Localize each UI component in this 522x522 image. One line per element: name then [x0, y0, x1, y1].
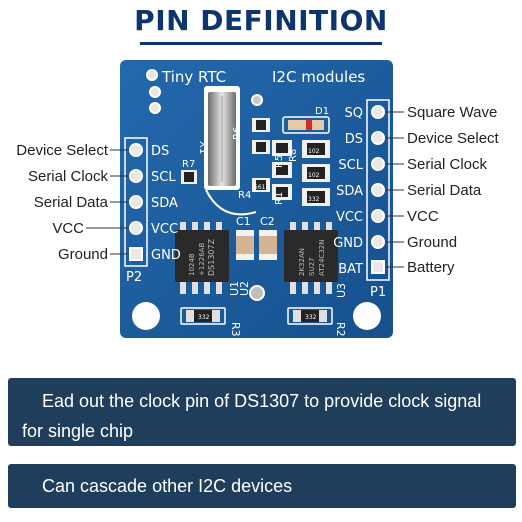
resistor-r2	[287, 307, 333, 325]
resistor-code: 102	[308, 148, 320, 155]
p1-pin-label: GND	[333, 236, 363, 251]
resistor-code: 332	[198, 314, 210, 321]
mounting-hole	[132, 302, 160, 330]
feature-text-line: Ead out the clock pin of DS1307 to provi…	[42, 391, 482, 411]
designator: D1	[315, 106, 329, 117]
p1-pin-label: SCL	[338, 158, 363, 173]
designator: U2	[238, 281, 251, 296]
title-underline	[140, 42, 382, 45]
left-label-ground: Ground	[58, 246, 108, 263]
board-subtitle: I2C modules	[272, 68, 365, 86]
left-callout-lines	[86, 149, 129, 255]
feature-text-line: Can cascade other I2C devices	[42, 476, 293, 496]
capacitor-c1	[236, 230, 254, 260]
right-label-serial-data: Serial Data	[407, 182, 482, 199]
ic1-marking: 1024B	[188, 253, 196, 276]
crystal-oscillator	[204, 86, 257, 216]
ic2-marking: SU27	[308, 258, 316, 276]
feature-banner-clock: Ead out the clock pin of DS1307 to provi…	[8, 378, 516, 446]
p1-header-name: P1	[370, 285, 386, 300]
ic2-marking: AT24C32N	[318, 240, 326, 276]
resistor-code: 332	[305, 314, 317, 321]
ic1-marking: +1226AB	[198, 243, 206, 276]
designator: X1	[197, 141, 208, 154]
via-pad	[249, 285, 265, 301]
designator: R8	[288, 149, 299, 162]
mounting-hole	[353, 302, 381, 330]
p1-pin-label: VCC	[336, 210, 363, 225]
left-label-device-select: Device Select	[16, 142, 109, 159]
right-label-serial-clock: Serial Clock	[407, 156, 488, 173]
designator: U1	[228, 281, 241, 296]
right-callout-lines	[385, 111, 404, 268]
diode-d1	[282, 116, 330, 134]
p2-header-pins	[129, 143, 143, 261]
p1-pin-label: SQ	[345, 106, 363, 121]
p1-header-pins	[371, 105, 385, 274]
left-label-serial-clock: Serial Clock	[28, 168, 109, 185]
p1-pin-label: SDA	[336, 184, 363, 199]
board-name: Tiny RTC	[161, 68, 226, 86]
ic-ds1307	[175, 222, 229, 294]
designator: R5	[274, 155, 285, 168]
designator: U3	[335, 283, 348, 298]
resistor-array	[181, 118, 330, 206]
ic2-marking: 2K32AN	[298, 248, 306, 276]
feature-banner-i2c: Can cascade other I2C devices	[8, 464, 516, 508]
left-label-vcc: VCC	[52, 220, 84, 237]
resistor-code: 561	[254, 184, 266, 191]
ic1-marking: DS1307Z	[207, 238, 216, 276]
p2-pin-label: GND	[151, 248, 181, 263]
ic-at24c32	[284, 222, 338, 294]
designator: C1	[236, 215, 251, 228]
page-title: PIN DEFINITION	[134, 4, 388, 37]
p1-pin-label: BAT	[338, 262, 363, 277]
designator: R7	[182, 159, 195, 170]
rtc-module-diagram: Tiny RTC I2C modules 102 102 561 332 D1 …	[16, 60, 500, 338]
top-left-pads	[146, 69, 161, 114]
right-label-battery: Battery	[407, 259, 455, 276]
p2-pin-label: SDA	[151, 196, 178, 211]
designator: R2	[334, 322, 347, 337]
designator: R1	[274, 192, 285, 205]
designator: C2	[260, 215, 275, 228]
resistor-code: 102	[308, 172, 320, 179]
test-pad	[251, 94, 263, 106]
designator: R4	[238, 190, 251, 201]
designator: R6	[232, 127, 243, 140]
p1-pin-label: DS	[345, 132, 363, 147]
p2-pin-label: VCC	[151, 222, 178, 237]
right-label-ground: Ground	[407, 234, 457, 251]
p2-pin-label: SCL	[151, 170, 176, 185]
p2-header-name: P2	[126, 270, 142, 285]
p2-pin-label: DS	[151, 144, 169, 159]
left-label-serial-data: Serial Data	[34, 194, 109, 211]
right-label-vcc: VCC	[407, 208, 439, 225]
capacitor-c2	[259, 230, 277, 260]
designator: R3	[229, 322, 242, 337]
right-label-square-wave: Square Wave	[407, 104, 497, 121]
resistor-code: 332	[308, 196, 320, 203]
feature-text-line: for single chip	[22, 421, 134, 441]
resistor-r3	[180, 307, 226, 325]
right-label-device-select: Device Select	[407, 130, 500, 147]
